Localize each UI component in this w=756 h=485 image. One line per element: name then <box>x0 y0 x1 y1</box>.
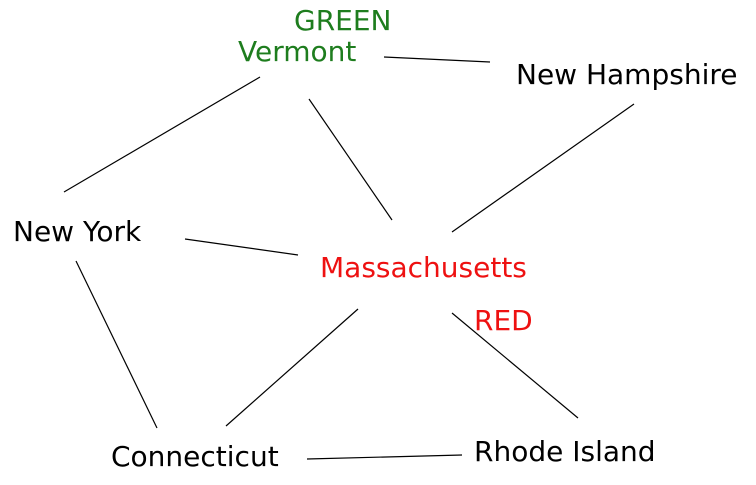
edge-connecticut-rhode-island <box>306 454 463 460</box>
edge-new-york-massachusetts <box>184 238 299 256</box>
edge-new-hampshire-massachusetts <box>451 103 635 233</box>
edge-vermont-new-york <box>63 76 261 193</box>
massachusetts-color-annotation: RED <box>474 304 533 337</box>
node-vermont: Vermont <box>238 35 357 68</box>
edge-vermont-massachusetts <box>308 98 393 221</box>
edge-massachusetts-rhode-island <box>451 312 579 419</box>
node-new-hampshire: New Hampshire <box>516 58 738 91</box>
vermont-color-annotation: GREEN <box>294 4 392 37</box>
edge-vermont-new-hampshire <box>383 56 491 63</box>
edge-massachusetts-connecticut <box>225 308 359 427</box>
node-massachusetts: Massachusetts <box>320 251 527 284</box>
edge-new-york-connecticut <box>75 260 158 429</box>
node-new-york: New York <box>13 215 142 248</box>
node-rhode-island: Rhode Island <box>474 435 656 468</box>
node-connecticut: Connecticut <box>111 440 279 473</box>
